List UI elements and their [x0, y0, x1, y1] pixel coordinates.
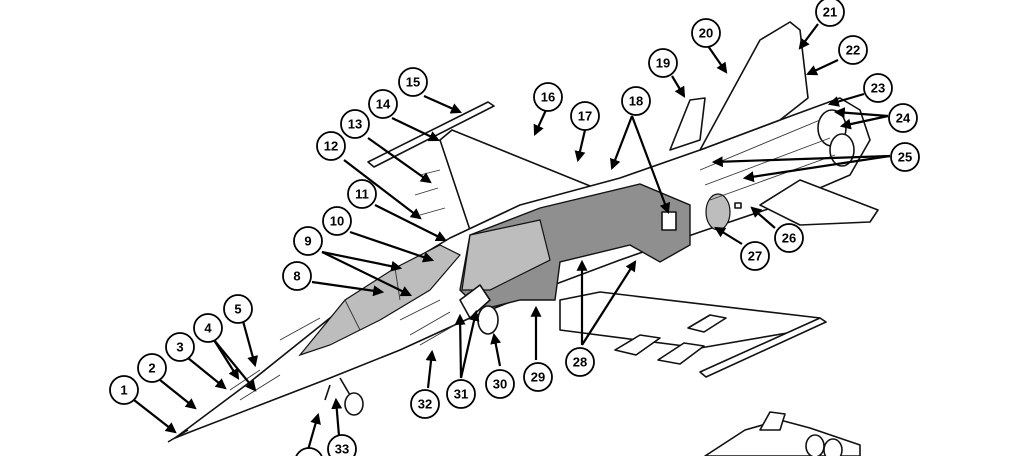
left-horizontal-stabilizer [669, 97, 706, 151]
svg-text:17: 17 [578, 109, 592, 124]
svg-text:12: 12 [324, 139, 338, 154]
svg-text:21: 21 [823, 5, 837, 20]
callout-22: 22 [838, 35, 868, 65]
callouts: 1 2 3 4 5 8 9 10 11 12 13 14 15 16 17 18… [109, 0, 920, 456]
callout-28: 28 [565, 347, 595, 377]
callout-24: 24 [888, 103, 918, 133]
svg-text:23: 23 [871, 81, 885, 96]
svg-text:3: 3 [176, 340, 183, 355]
svg-text:30: 30 [493, 377, 507, 392]
callout-30: 30 [485, 369, 515, 399]
callout-12: 12 [316, 131, 346, 161]
svg-text:8: 8 [293, 269, 300, 284]
callout-32: 32 [410, 389, 440, 419]
svg-text:11: 11 [355, 187, 369, 202]
callout-5: 5 [223, 294, 253, 324]
callout-29: 29 [523, 362, 553, 392]
svg-text:15: 15 [406, 75, 420, 90]
svg-text:10: 10 [330, 214, 344, 229]
svg-text:13: 13 [348, 117, 362, 132]
svg-text:31: 31 [454, 387, 468, 402]
air-intake [477, 305, 499, 335]
intake-ramp [459, 284, 491, 319]
callout-17: 17 [570, 101, 600, 131]
callout-16: 16 [533, 82, 563, 112]
callout-11: 11 [347, 179, 377, 209]
fuel-access-panel [661, 211, 677, 231]
callout-8: 8 [282, 261, 312, 291]
callout-18: 18 [621, 86, 651, 116]
svg-text:16: 16 [541, 90, 555, 105]
callout-14: 14 [368, 89, 398, 119]
svg-text:2: 2 [148, 361, 155, 376]
aircraft-illustration [167, 21, 879, 456]
callout-partial [295, 447, 323, 456]
svg-text:28: 28 [573, 355, 587, 370]
svg-text:32: 32 [418, 397, 432, 412]
callout-19: 19 [648, 48, 678, 78]
horizontal-stabilizer [759, 179, 879, 226]
svg-text:9: 9 [304, 234, 311, 249]
callout-20: 20 [691, 18, 721, 48]
vertical-stabilizer [699, 21, 809, 151]
svg-text:22: 22 [846, 43, 860, 58]
svg-text:27: 27 [748, 249, 762, 264]
svg-text:4: 4 [204, 321, 212, 336]
callout-3: 3 [165, 332, 195, 362]
callout-25: 25 [890, 142, 920, 172]
svg-text:33: 33 [335, 442, 349, 456]
callout-10: 10 [322, 206, 352, 236]
callout-2: 2 [137, 353, 167, 383]
callout-23: 23 [863, 73, 893, 103]
svg-text:1: 1 [120, 383, 127, 398]
leader-lines [133, 23, 891, 451]
svg-text:18: 18 [629, 94, 643, 109]
callout-4: 4 [193, 313, 223, 343]
svg-text:14: 14 [376, 97, 391, 112]
svg-text:5: 5 [234, 302, 241, 317]
right-wingtip-rail [699, 317, 827, 378]
svg-text:26: 26 [782, 231, 796, 246]
svg-text:24: 24 [896, 111, 911, 126]
callout-15: 15 [398, 67, 428, 97]
callout-9: 9 [293, 226, 323, 256]
svg-text:29: 29 [531, 370, 545, 385]
pitot-probe [167, 429, 189, 443]
nose-landing-gear [324, 377, 364, 416]
callout-31: 31 [446, 379, 476, 409]
svg-text:19: 19 [656, 56, 670, 71]
svg-text:25: 25 [898, 150, 912, 165]
inset-partial-view [704, 411, 861, 456]
callout-13: 13 [340, 109, 370, 139]
svg-text:20: 20 [699, 26, 713, 41]
callout-1: 1 [109, 375, 139, 405]
callout-21: 21 [815, 0, 845, 27]
forward-fuel-cell [461, 219, 551, 291]
underwing-stores [614, 314, 727, 365]
engine-nozzles [705, 109, 855, 231]
callout-26: 26 [774, 223, 804, 253]
callout-27: 27 [740, 241, 770, 271]
callout-33: 33 [327, 434, 357, 456]
small-panel [734, 202, 742, 209]
